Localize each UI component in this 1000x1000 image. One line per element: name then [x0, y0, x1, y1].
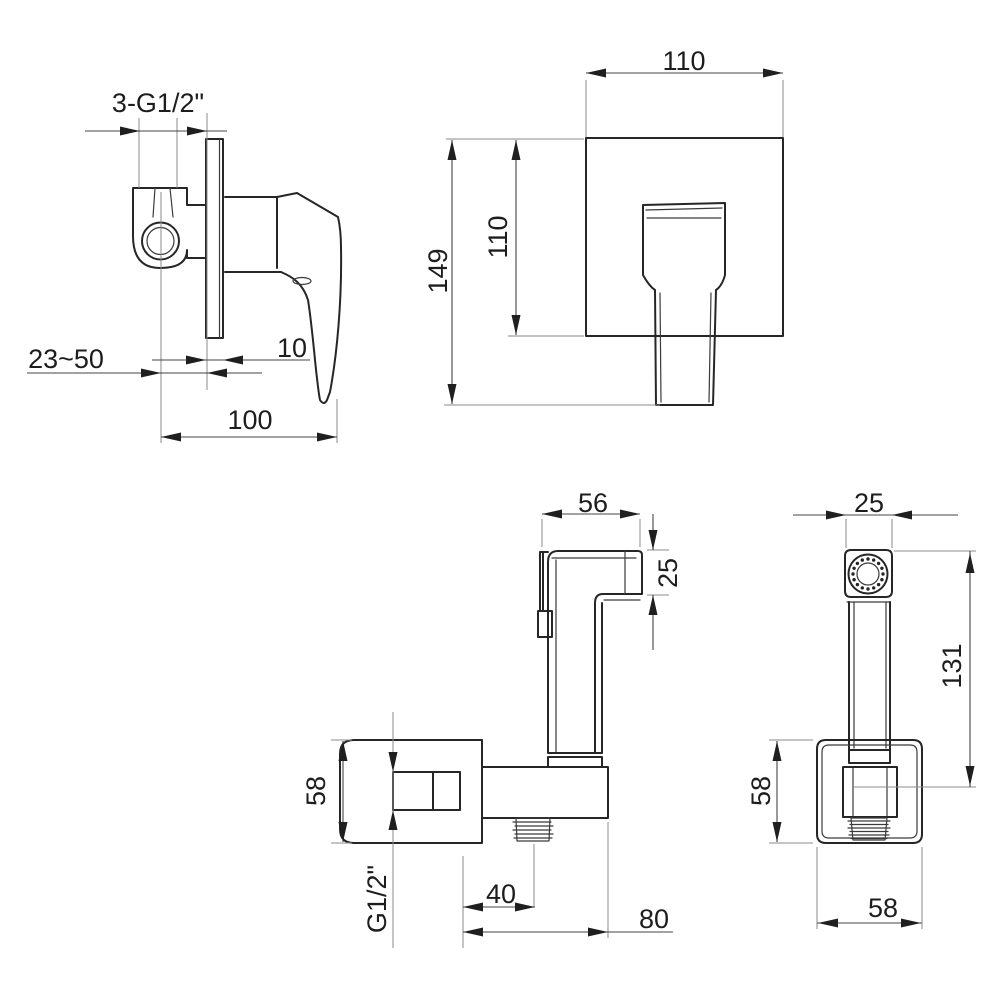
- dim-label-inlet-thread: G1/2": [362, 865, 392, 933]
- dim-label-sprayer-length: 131: [937, 643, 967, 688]
- spray-head-front-outline: [844, 549, 893, 598]
- cartridge-housing-outline: [224, 196, 282, 273]
- dim-label-outlet-offset: 40: [486, 879, 516, 909]
- sprayer-front-view: 25 131 58 58: [746, 488, 976, 929]
- dim-label-front-plate-height: 58: [746, 776, 776, 806]
- mixer-side-dimensions: 3-G1/2" 23~50 10 100: [27, 88, 338, 443]
- hose-thread-stub-front: [847, 817, 891, 841]
- dim-label-front-plate-width: 58: [868, 893, 898, 923]
- dim-label-overall-height: 149: [423, 248, 453, 293]
- handle-lever-front-outline: [642, 202, 726, 406]
- dim-label-plate-height: 110: [483, 215, 513, 258]
- dim-label-head-width: 25: [854, 488, 884, 518]
- wall-plate-side-outline: [339, 739, 483, 844]
- dim-label-head-length: 56: [578, 488, 608, 518]
- spray-face-nozzle-dots: [851, 557, 885, 591]
- sprayer-body-front-outline: [846, 601, 891, 818]
- wall-plate-front-outline: [816, 739, 923, 844]
- dim-label-plate-width: 110: [662, 46, 705, 76]
- holder-side-view: 56 25 58 G1/2" 40 80: [301, 488, 683, 948]
- dim-label-head-thickness: 25: [653, 558, 683, 588]
- dim-label-connections: 3-G1/2": [112, 88, 204, 118]
- trim-plate-front-outline: [585, 137, 784, 337]
- valve-body-outline: [132, 187, 207, 269]
- holder-side-dimensions: 56 25 58 G1/2" 40 80: [301, 488, 683, 948]
- mixer-valve-side-view: 3-G1/2" 23~50 10 100: [27, 88, 343, 443]
- sprayer-side-outline: [537, 550, 643, 768]
- dim-label-body-length: 100: [227, 405, 272, 435]
- dim-label-overall-depth: 80: [639, 904, 669, 934]
- dim-label-holder-plate-height: 58: [301, 776, 331, 806]
- wall-plate-side-outline: [205, 138, 224, 339]
- dim-label-plate-thickness: 10: [277, 333, 307, 363]
- mixer-front-dimensions: 110 110 149: [423, 46, 784, 406]
- holder-block-side-outline: [481, 766, 609, 819]
- mixer-front-view: 110 110 149: [423, 46, 784, 406]
- handle-lever-side-outline: [276, 192, 343, 404]
- dim-label-wall-depth-range: 23~50: [28, 344, 104, 374]
- sprayer-front-dimensions: 25 131 58 58: [746, 488, 976, 929]
- hose-thread-stub: [512, 817, 554, 842]
